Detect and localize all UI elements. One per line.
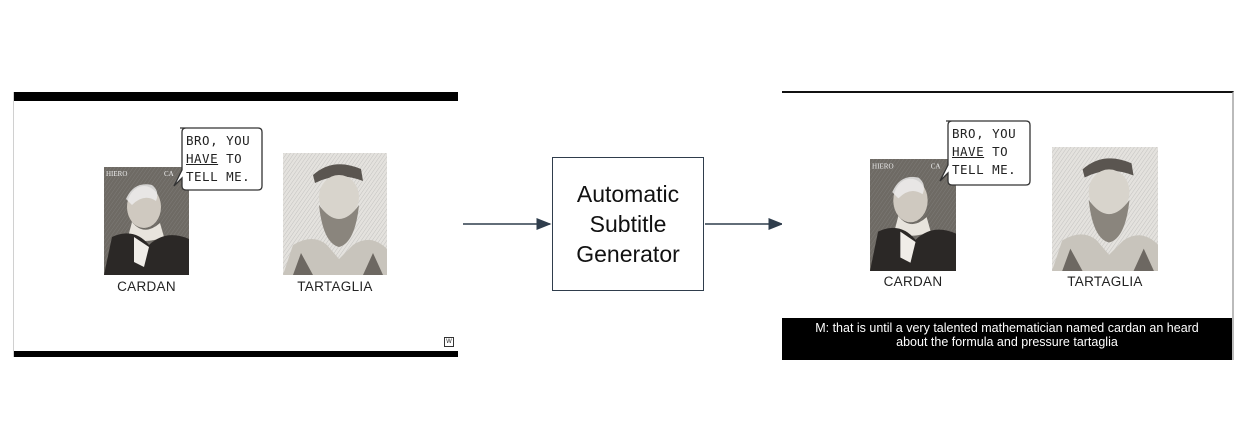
- svg-text:CA: CA: [164, 170, 174, 178]
- bubble-text: BRO, YOU HAVE TO TELL ME.: [952, 126, 1017, 177]
- input-video-frame: HIERO CA BRO, YOU HAVE TO TELL ME. CARDA…: [13, 92, 458, 357]
- subtitle-bar: M: that is until a very talented mathema…: [782, 318, 1232, 360]
- letterbox-top: [14, 92, 458, 101]
- cardan-caption: CARDAN: [117, 279, 176, 294]
- output-arrow: [705, 218, 784, 230]
- subtitle-line-2: about the formula and pressure tartaglia: [896, 335, 1118, 349]
- tartaglia-portrait: [283, 153, 387, 275]
- process-label: Automatic Subtitle Generator: [576, 181, 680, 267]
- subtitle-generator-box: Automatic Subtitle Generator: [552, 157, 704, 291]
- svg-text:HIERO: HIERO: [106, 170, 127, 178]
- tartaglia-caption: TARTAGLIA: [1067, 274, 1143, 289]
- svg-text:HIERO: HIERO: [872, 162, 894, 170]
- tartaglia-portrait: [1052, 147, 1158, 271]
- watermark-badge: W: [444, 337, 454, 347]
- cardan-caption: CARDAN: [883, 274, 943, 289]
- tartaglia-caption: TARTAGLIA: [297, 279, 373, 294]
- subtitle-line-1: M: that is until a very talented mathema…: [815, 321, 1199, 335]
- subtitle-text: M: that is until a very talented mathema…: [782, 321, 1232, 349]
- letterbox-bottom: [14, 351, 458, 357]
- output-video-frame: HIERO CA BRO, YOU HAVE TO TELL ME. CARDA…: [782, 91, 1234, 360]
- speech-bubble: BRO, YOU HAVE TO TELL ME.: [172, 126, 264, 192]
- input-arrow: [463, 218, 552, 230]
- bubble-text: BRO, YOU HAVE TO TELL ME.: [186, 133, 251, 184]
- svg-text:CA: CA: [931, 162, 942, 170]
- speech-bubble: BRO, YOU HAVE TO TELL ME.: [938, 119, 1032, 187]
